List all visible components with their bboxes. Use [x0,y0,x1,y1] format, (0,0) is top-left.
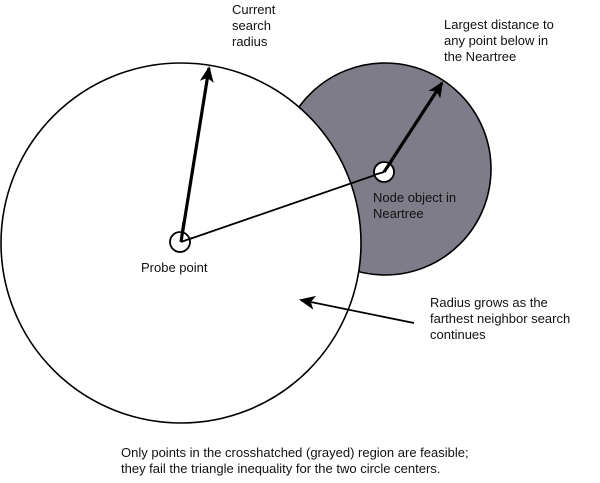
node-connector-base [373,171,385,176]
label-line: Radius grows as the [430,295,548,310]
label-line: continues [430,327,486,342]
label-line: any point below in [444,33,549,48]
largest-distance-arrow [382,81,444,173]
caption-line: Only points in the crosshatched (grayed)… [121,445,469,460]
probe-connector-base [180,237,193,243]
label-line: Node object in [373,190,457,205]
probe-point-marker [169,231,191,253]
label-line: farthest neighbor search [430,311,571,326]
label-line: Largest distance to [444,17,554,32]
label-line: radius [232,34,268,49]
largest-distance-label: Largest distance to any point below in t… [444,17,554,65]
caption-line: they fail the triangle inequality for th… [121,461,441,476]
label-line: the Neartree [444,49,517,64]
center-connector-line [180,171,385,243]
largest-distance-arrow-base [382,159,394,173]
search-radius-arrow [179,66,214,243]
radius-grows-arrow [299,295,415,324]
probe-point-label: Probe point [141,260,208,275]
search-radius-arrow-base [179,221,186,243]
label-line: Current [232,2,276,17]
current-search-radius-label: Current search radius [232,2,275,50]
label-line: Neartree [373,206,424,221]
label-line: search [232,18,272,33]
radius-grows-label: Radius grows as the farthest neighbor se… [430,295,570,343]
node-object-label: Node object in Neartree [373,190,456,222]
figure-caption: Only points in the crosshatched (grayed)… [121,445,469,477]
